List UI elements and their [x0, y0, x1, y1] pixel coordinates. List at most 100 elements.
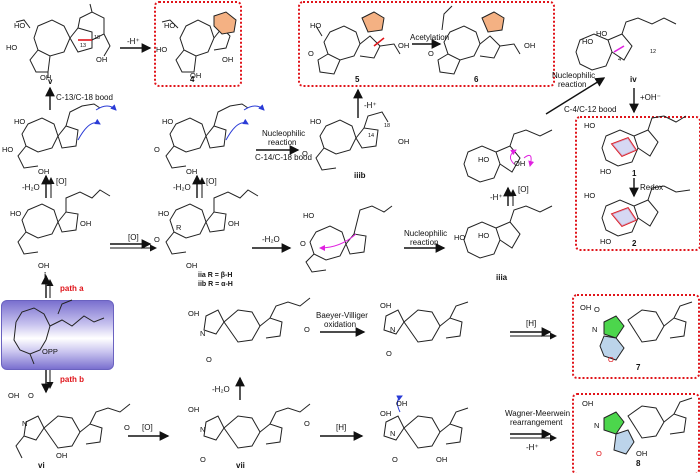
compound-label-iiia: iiia: [496, 273, 508, 282]
atom-oh: OH: [636, 449, 648, 458]
reaction-label-vii-h2o: -H₂O: [212, 385, 230, 394]
atom-o: O: [302, 149, 308, 158]
atom-n: N: [200, 329, 206, 338]
structure-ii: [165, 189, 259, 255]
product-box-8: [572, 393, 700, 473]
structure-2: [601, 185, 691, 237]
bond-c14-c18: [373, 37, 385, 47]
atom-oh: OH: [380, 301, 392, 310]
atom-ho: HO: [478, 155, 490, 164]
structure-vii-dehydrated: [203, 297, 311, 343]
atom-ho: HO: [600, 237, 612, 246]
reaction-label-nucleophilic-3a: Nucleophilic: [552, 71, 596, 80]
reaction-label-nucleophilic-1a: Nucleophilic: [262, 129, 306, 138]
atom-ho: HO: [162, 117, 174, 126]
atom-oh: OH: [38, 261, 50, 270]
reaction-label-iv-oh: +OH⁻: [640, 93, 661, 102]
compound-label-iia: iia R = β-H: [198, 272, 233, 279]
atom-number-12: 12: [650, 49, 657, 55]
compound-label-1: 1: [632, 169, 637, 178]
product-box-7: [572, 294, 700, 379]
atom-oh: OH: [56, 451, 68, 460]
atom-oh: OH: [398, 137, 410, 146]
atom-o: O: [308, 49, 314, 58]
atom-ho: HO: [600, 167, 612, 176]
atom-oh: OH: [436, 455, 448, 464]
atom-ho: HO: [584, 121, 596, 130]
atom-n: N: [594, 421, 600, 430]
compound-label-iiib: iiib: [354, 171, 366, 180]
atom-o: O: [300, 239, 306, 248]
structure-epoxide-1: [17, 103, 101, 169]
compound-label-8: 8: [636, 459, 641, 468]
atom-number-18: 18: [94, 35, 101, 41]
atom-oh: OH: [96, 55, 108, 64]
atom-oh: OH: [186, 167, 198, 176]
compound-label-v: v: [48, 77, 53, 86]
atom-n: N: [390, 429, 396, 438]
atom-o: O: [386, 349, 392, 358]
curved-arrow-magenta-3: [523, 154, 535, 167]
structure-5: [315, 25, 401, 75]
atom-ho: HO: [156, 45, 168, 54]
structure-oxidized-iiia: [463, 129, 553, 183]
atom-o: O: [206, 355, 212, 364]
atom-ho: HO: [478, 231, 490, 240]
atom-oh: OH: [190, 71, 202, 80]
structure-iv: [575, 17, 677, 71]
structure-iiib: [315, 111, 389, 171]
structure-8: [627, 397, 693, 439]
reaction-label-iiia-h: -H⁺: [490, 193, 503, 202]
atom-ho: HO: [14, 117, 26, 126]
atom-oh: OH: [80, 219, 92, 228]
atom-o: O: [304, 325, 310, 334]
path-a-label: path a: [60, 284, 84, 293]
curved-arrow-magenta-1: [319, 233, 357, 251]
atom-oh: OH: [38, 167, 50, 176]
atom-ho: HO: [584, 191, 596, 200]
atom-ho: HO: [310, 21, 322, 30]
skeletal-structures: [13, 3, 693, 459]
reaction-label-h2o-1: -H₂O: [22, 183, 40, 192]
compound-label-5: 5: [355, 75, 360, 84]
compound-label-iib: iib R = α-H: [198, 281, 233, 288]
curved-arrow-5: [396, 395, 403, 413]
reaction-label-i-to-ii: [O]: [128, 233, 139, 242]
atom-ho: HO: [6, 43, 18, 52]
structure-lactone: [383, 301, 469, 343]
structure-4: [161, 19, 231, 73]
atom-number-4: 4: [618, 57, 622, 63]
atom-ho: HO: [310, 117, 322, 126]
reaction-label-h2o-3: -H₂O: [262, 235, 280, 244]
reaction-label-wagner-meerwein-a: Wagner-Meerwein: [505, 409, 571, 418]
structure-v: [15, 3, 111, 78]
reaction-label-o-2: [O]: [206, 177, 217, 186]
atom-n: N: [390, 325, 396, 334]
product-box-5-6: [298, 1, 555, 87]
reaction-label-iiia-o: [O]: [518, 185, 529, 194]
atom-o: O: [124, 423, 130, 432]
structure-6: [437, 5, 521, 75]
atom-ho: HO: [596, 29, 608, 38]
reaction-label-h2o-2: -H₂O: [173, 183, 191, 192]
atom-oh: OH: [380, 409, 392, 418]
reaction-label-o-1: [O]: [56, 177, 67, 186]
reaction-label-to-8-h: -H⁺: [526, 443, 539, 452]
cyclobutane-fill-2: [612, 208, 636, 226]
structure-vii: [203, 403, 311, 449]
reaction-label-to-7: [H]: [526, 319, 537, 328]
reaction-label-nucleophilic-3b: reaction: [558, 80, 587, 89]
cyclobutane-fill-1: [612, 138, 636, 156]
atom-n: N: [592, 325, 598, 334]
atom-oh: OH: [580, 303, 592, 312]
atom-number-18: 18: [384, 123, 391, 129]
structure-ggpp: [13, 299, 105, 365]
reaction-label-nucleophilic-2a: Nucleophilic: [404, 229, 448, 238]
new-bond-highlights: [78, 37, 638, 227]
atom-o: O: [594, 305, 600, 314]
compound-label-i: i: [44, 271, 47, 280]
compound-label-7: 7: [636, 363, 641, 372]
atom-opp: OPP: [42, 347, 58, 356]
atom-oh: OH: [188, 405, 200, 414]
